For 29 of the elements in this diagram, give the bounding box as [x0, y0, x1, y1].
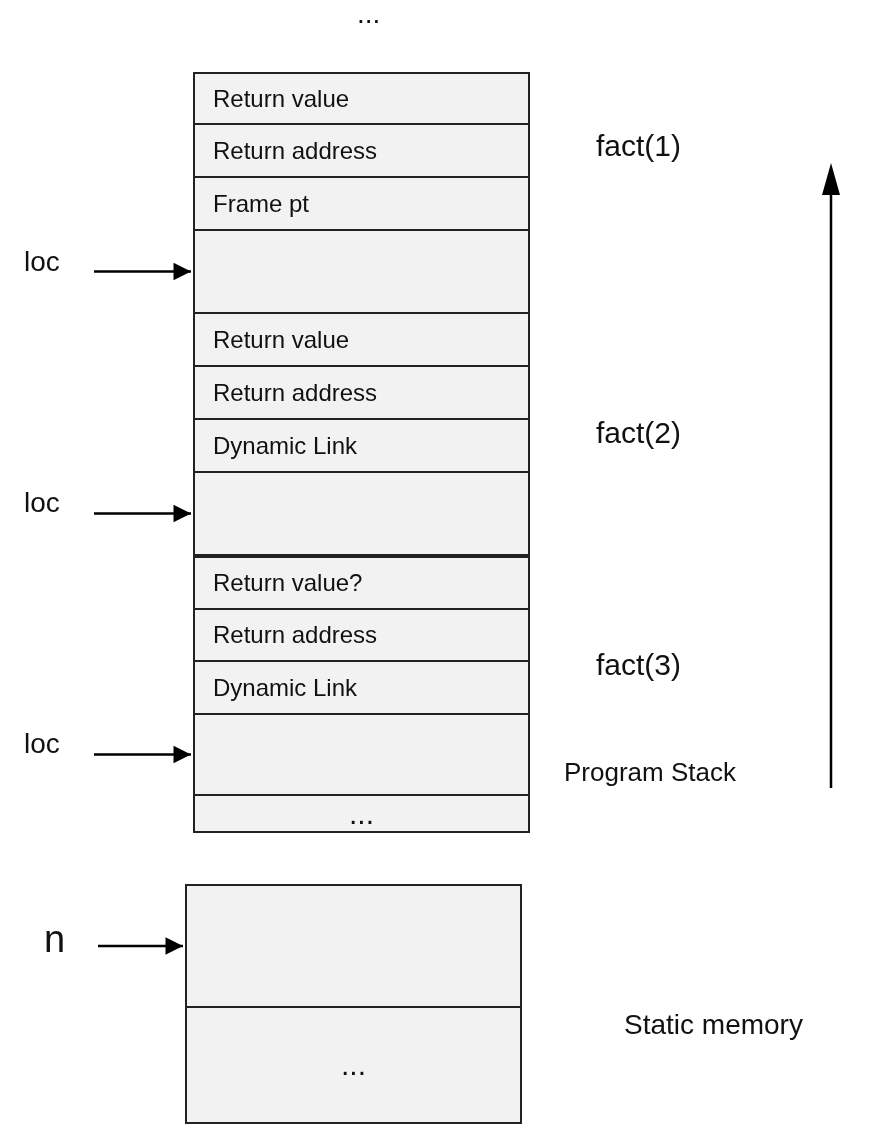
- arrow: [94, 745, 191, 764]
- arrow: [94, 504, 191, 523]
- arrow: [94, 262, 191, 281]
- pointer-label: loc: [24, 730, 74, 762]
- memory-cell: Dynamic Link: [193, 660, 530, 715]
- memory-cell: ...: [185, 1006, 522, 1124]
- memory-cell: ...: [193, 794, 530, 833]
- pointer-label: n: [44, 920, 78, 960]
- memory-cell: Return value: [193, 72, 530, 125]
- memory-cell: [193, 713, 530, 796]
- memory-cell: Dynamic Link: [193, 418, 530, 473]
- memory-cell: Return value: [193, 312, 530, 367]
- pointer-label: loc: [24, 248, 74, 280]
- region-label: Static memory: [624, 1011, 803, 1039]
- memory-cell: [193, 229, 530, 314]
- memory-cell: Return address: [193, 608, 530, 662]
- memory-cell: [193, 471, 530, 556]
- memory-cell: Frame pt: [193, 176, 530, 231]
- frame-label: fact(1): [596, 131, 682, 161]
- frame-label: fact(3): [596, 650, 682, 680]
- memory-cell: Return address: [193, 365, 530, 420]
- pointer-label: loc: [24, 489, 74, 521]
- ellipsis-label: ...: [357, 0, 381, 28]
- arrow: [98, 937, 183, 955]
- region-label: Program Stack: [564, 759, 736, 785]
- frame-label: fact(2): [596, 418, 682, 448]
- memory-cell: Return address: [193, 123, 530, 178]
- memory-cell: [185, 884, 522, 1008]
- memory-cell: Return value?: [193, 556, 530, 610]
